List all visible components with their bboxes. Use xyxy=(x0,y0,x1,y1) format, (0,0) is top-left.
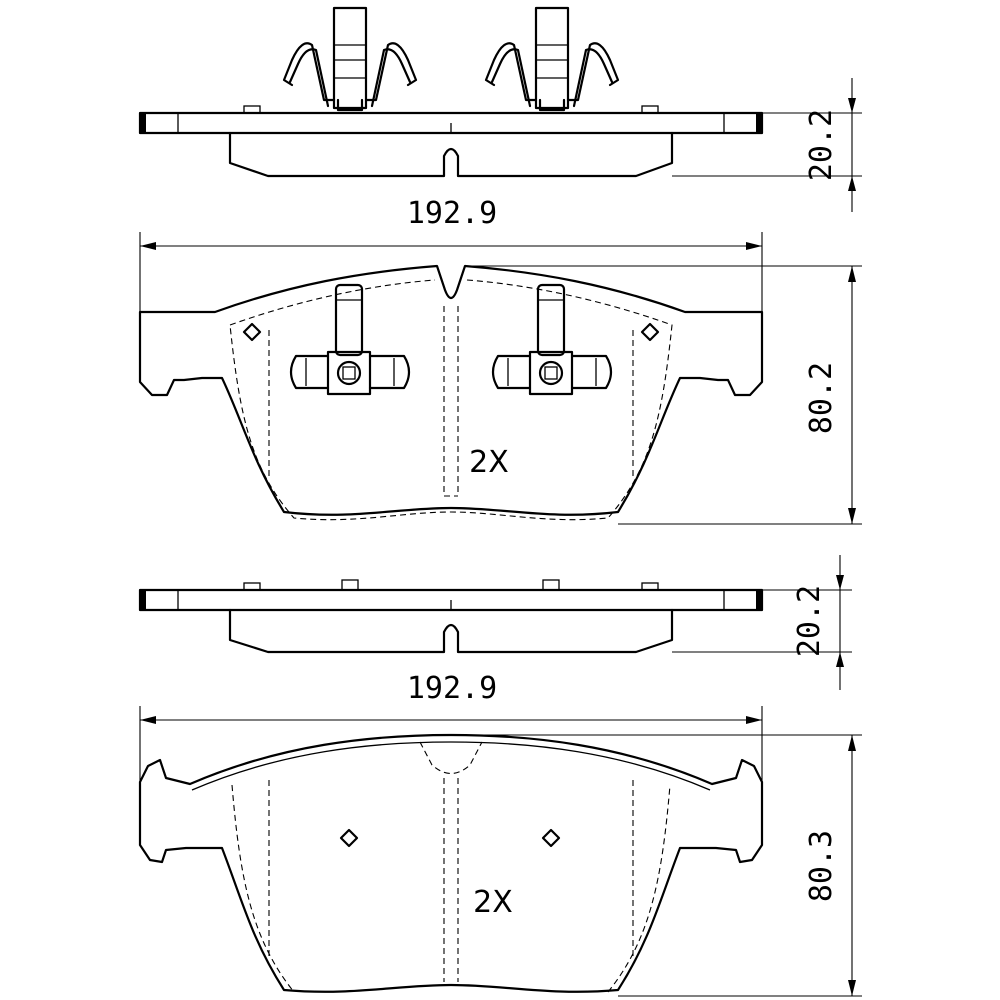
top-height-dimension: 80.2 xyxy=(465,265,862,525)
left-spring-clip xyxy=(282,6,418,112)
top-quantity-label: 2X xyxy=(469,445,509,480)
top-thickness-label: 20.2 xyxy=(804,109,839,181)
left-face-clip xyxy=(289,283,411,396)
bottom-pad-face-view: 2X 80.3 xyxy=(138,733,862,997)
top-width-dimension xyxy=(139,232,763,312)
top-height-label: 80.2 xyxy=(804,362,839,434)
bottom-width-label: 192.9 xyxy=(407,671,497,706)
bottom-thickness-dimension: 20.2 xyxy=(672,555,852,690)
bottom-height-label: 80.3 xyxy=(804,830,839,902)
top-thickness-dimension: 20.2 xyxy=(672,78,862,212)
bottom-pad-side-view: 20.2 xyxy=(138,555,852,690)
bottom-quantity-label: 2X xyxy=(473,885,513,920)
bottom-thickness-label: 20.2 xyxy=(792,585,827,657)
top-pad-side-view: 20.2 xyxy=(138,6,862,212)
right-face-clip xyxy=(491,283,613,396)
bottom-height-dimension: 80.3 xyxy=(451,734,862,997)
bottom-width-dimension xyxy=(139,706,763,790)
right-spring-clip xyxy=(484,6,620,112)
top-width-label: 192.9 xyxy=(407,196,497,231)
top-pad-face-view: 2X 80.2 xyxy=(138,264,862,525)
